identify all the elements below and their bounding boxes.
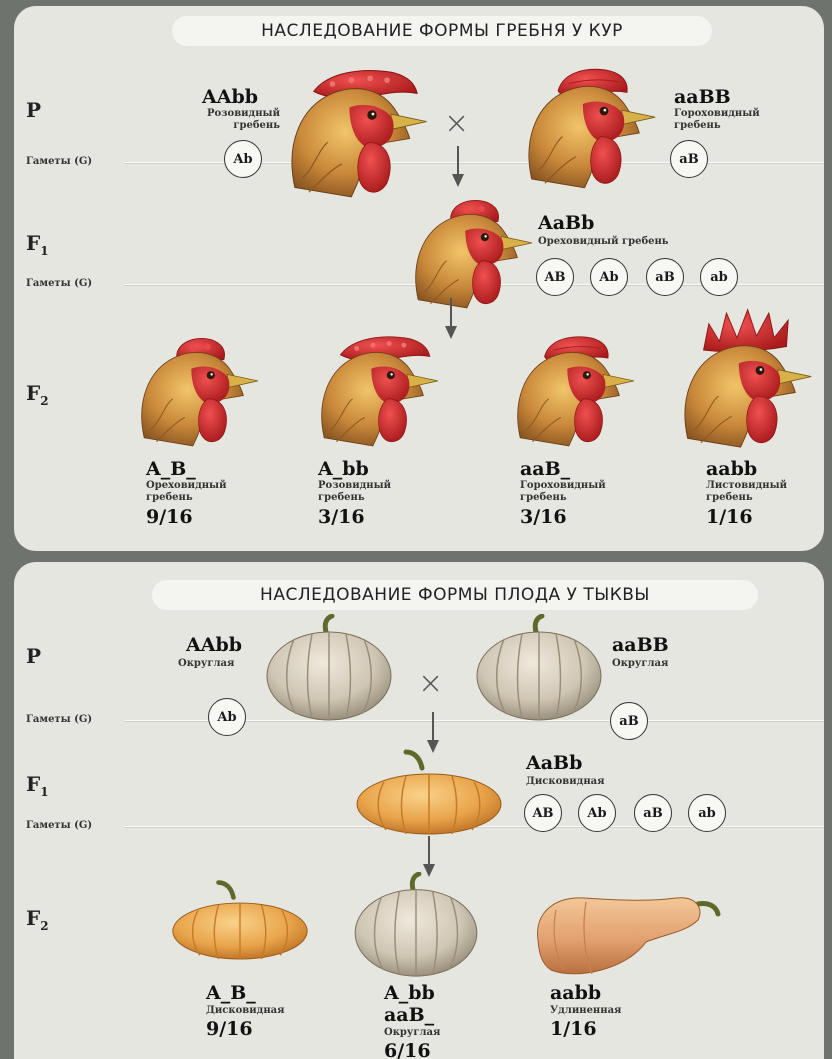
chicken-cross-symbol: × [444,106,469,141]
f2-rose-rooster-icon [302,324,452,454]
pumpkin-f2-1-genotype: A_B_ [206,982,256,1004]
chicken-title: НАСЛЕДОВАНИЕ ФОРМЫ ГРЕБНЯ У КУР [172,16,712,46]
chicken-gen-p: P [26,98,41,122]
pumpkin-f2-2-genotype2: aaB_ [384,1004,434,1026]
round-pumpkin-icon [474,614,604,724]
pumpkin-p-right-genotype: aaBB [612,634,669,656]
pumpkin-p-left-genotype: AAbb [186,634,242,656]
pumpkin-f1-gamete-2: Ab [578,794,616,832]
pumpkin-title: НАСЛЕДОВАНИЕ ФОРМЫ ПЛОДА У ТЫКВЫ [152,580,758,610]
f2-1-ratio: 9/16 [146,506,193,528]
pumpkin-f1-desc: Дисковидная [526,776,605,788]
chicken-gametes-label-2: Гаметы (G) [26,278,92,289]
chicken-f1-gamete-4: ab [700,258,738,296]
pumpkin-gen-f2: F2 [26,906,49,933]
pumpkin-f2-3-ratio: 1/16 [550,1018,597,1040]
pumpkin-f2-1-desc: Дисковидная [206,1005,285,1017]
pumpkin-f2-2-genotype: A_bb [384,982,435,1004]
pumpkin-f2-1-ratio: 9/16 [206,1018,253,1040]
f2-walnut-rooster-icon [122,324,272,454]
chicken-f1-desc: Ореховидный гребень [538,236,669,248]
chicken-p-right-genotype: aaBB [674,86,731,108]
chicken-f1-gamete-1: AB [536,258,574,296]
f2-1-genotype: A_B_ [146,458,196,480]
pumpkin-gametes-label-2: Гаметы (G) [26,820,92,831]
chicken-gen-f2: F2 [26,381,49,408]
pumpkin-p-right-desc: Округлая [612,658,668,670]
f2-2-ratio: 3/16 [318,506,365,528]
f2-round-pumpkin-icon [352,872,480,980]
pumpkin-f2-3-genotype: aabb [550,982,601,1004]
pea-comb-rooster-icon [514,51,664,201]
f2-single-comb-rooster-icon [670,306,820,456]
arrow-down-icon [451,146,465,188]
f2-4-ratio: 1/16 [706,506,753,528]
pumpkin-f1-gamete-3: aB [634,794,672,832]
pumpkin-gen-f1: F1 [26,772,49,799]
pumpkin-panel: НАСЛЕДОВАНИЕ ФОРМЫ ПЛОДА У ТЫКВЫ P Гамет… [14,562,824,1059]
round-pumpkin-icon [264,614,394,724]
pumpkin-f2-2-desc: Округлая [384,1027,440,1039]
disc-pumpkin-icon [354,746,504,836]
walnut-comb-rooster-icon [396,186,546,316]
pumpkin-f1-genotype: AaBb [526,752,582,774]
pumpkin-f1-gamete-1: AB [524,794,562,832]
pumpkin-f1-gamete-4: ab [688,794,726,832]
f2-3-genotype: aaB_ [520,458,570,480]
pumpkin-p-left-desc: Округлая [178,658,234,670]
pumpkin-gametes-label-1: Гаметы (G) [26,714,92,725]
f2-pea-rooster-icon [498,324,648,454]
f2-3-ratio: 3/16 [520,506,567,528]
pumpkin-f2-2-ratio: 6/16 [384,1040,431,1059]
chicken-p-left-genotype: AAbb [202,86,258,108]
pumpkin-f2-3-desc: Удлиненная [550,1005,621,1017]
pumpkin-p-left-gamete: Ab [208,698,246,736]
chicken-gametes-label-1: Гаметы (G) [26,156,92,167]
chicken-panel: НАСЛЕДОВАНИЕ ФОРМЫ ГРЕБНЯ У КУР P Гаметы… [14,6,824,551]
chicken-f1-gamete-3: aB [646,258,684,296]
chicken-gen-f1: F1 [26,231,49,258]
f2-elongated-pumpkin-icon [526,880,726,980]
pumpkin-gen-p: P [26,644,41,668]
chicken-f1-genotype: AaBb [538,212,594,234]
f2-disc-pumpkin-icon [170,872,310,964]
pumpkin-p-right-gamete: aB [610,702,648,740]
chicken-p-right-gamete: aB [670,140,708,178]
f2-2-genotype: A_bb [318,458,369,480]
chicken-f1-gamete-2: Ab [590,258,628,296]
chicken-p-left-gamete: Ab [224,140,262,178]
f2-4-genotype: aabb [706,458,757,480]
pumpkin-cross-symbol: × [418,666,443,701]
